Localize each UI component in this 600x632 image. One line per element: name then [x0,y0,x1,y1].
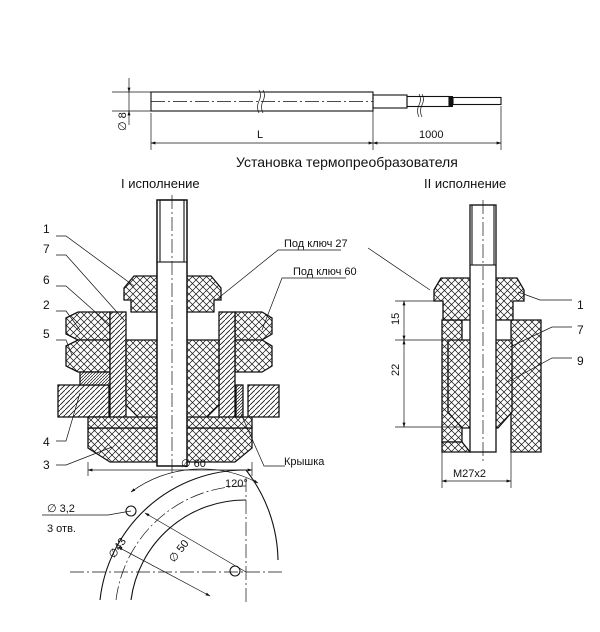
cable-length-label: 1000 [419,129,443,141]
variant-2-title: II исполнение [424,176,506,191]
mount-hole [125,505,137,517]
variant-1-part-numbers: 1 7 6 2 5 4 3 Под ключ 27 Под ключ 60 Кр… [43,222,357,472]
part-number: 5 [43,327,50,341]
part-number: 6 [43,273,50,287]
angle-label: 120° [225,478,248,490]
hole-dia-label: ∅ 3,2 [47,503,75,515]
cover-label: Крышка [284,456,325,468]
part-number: 7 [43,242,50,256]
dia-50-label: ∅ 50 [167,538,192,565]
thread-label: M27x2 [453,468,486,480]
probe-length-label: L [257,129,263,141]
part-number: 4 [43,435,50,449]
flange-view: 120° ∅43 ∅ 50 ∅ 3,2 3 отв. [42,468,285,603]
part-number: 3 [43,458,50,472]
probe-diameter-label: ∅ 8 [117,112,129,131]
variant-1-assembly: ∅ 60 [56,195,346,478]
holes-count-label: 3 отв. [47,523,76,535]
wrench-60-label: Под ключ 60 [293,266,357,278]
wrench-27-label: Под ключ 27 [284,238,348,250]
drawing-title: Установка термопреобразователя [236,154,458,170]
part-number: 7 [577,323,584,337]
variant-2-part-numbers: 1 7 9 [577,298,584,368]
part-number: 9 [577,354,584,368]
dia-60-label: ∅ 60 [181,458,206,470]
dia-43-label: ∅43 [107,536,129,561]
probe-view: ∅ 8 L 1000 [112,78,502,150]
variant-1-title: I исполнение [121,176,200,191]
mount-hole [229,565,241,577]
part-number: 1 [577,298,584,312]
dim-22-label: 22 [390,364,402,376]
part-number: 1 [43,222,50,236]
dim-15-label: 15 [390,313,402,325]
variant-2-assembly: 15 22 M27x2 [367,200,572,488]
part-number: 2 [43,298,50,312]
